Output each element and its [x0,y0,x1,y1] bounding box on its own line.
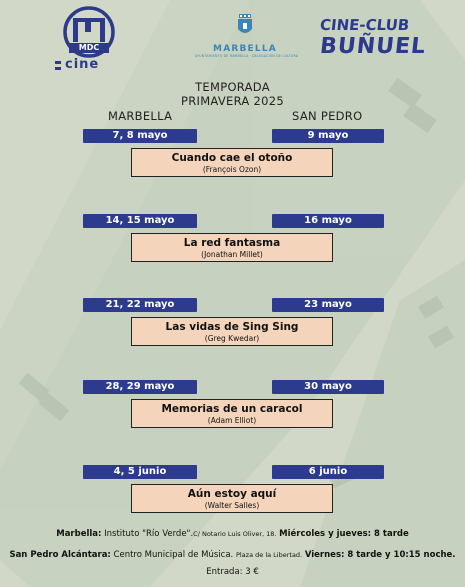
venue-san-pedro-label: San Pedro Alcántara: [9,550,111,560]
film-director: (François Ozon) [202,165,262,174]
venue-marbella-address: C/ Notario Luis Oliver, 18. [193,530,277,538]
film-title: Cuando cae el otoño [171,152,293,164]
venue-marbella-place: Instituto "Río Verde". [104,529,194,539]
venue-marbella: Marbella: Instituto "Río Verde".C/ Notar… [0,529,465,539]
san-pedro-date-bar: 30 mayo [272,380,384,394]
film-director: (Jonathan Millet) [201,250,263,259]
venue-marbella-schedule: Miércoles y jueves: 8 tarde [279,529,409,539]
venue-san-pedro-schedule: Viernes: 8 tarde y 10:15 noche. [304,550,456,560]
mdc-word: cine [65,57,100,72]
film-box: Memorias de un caracol (Adam Elliot) [131,399,333,428]
marbella-logo: MARBELLA AYUNTAMIENTO DE MARBELLA · DELE… [195,14,299,72]
film-box: La red fantasma (Jonathan Millet) [131,233,333,262]
san-pedro-date-bar: 6 junio [272,465,384,479]
venue-marbella-label: Marbella: [56,529,102,539]
marbella-date-bar: 7, 8 mayo [83,129,197,143]
bunuel-logo-line2: BUÑUEL [318,34,428,59]
marbella-crest-icon [238,14,252,33]
mdc-letters: MDC [78,43,100,52]
film-box: Las vidas de Sing Sing (Greg Kwedar) [131,317,333,346]
film-title: Aún estoy aquí [187,488,277,500]
cine-club-bunuel-logo: CINE-CLUB BUÑUEL [318,16,428,70]
season-heading-line2: PRIMAVERA 2025 [180,94,285,108]
film-title: La red fantasma [183,237,281,249]
venue-san-pedro-place: Centro Municipal de Música. [113,550,234,560]
film-box: Cuando cae el otoño (François Ozon) [131,148,333,177]
column-heading-san-pedro: SAN PEDRO [292,109,363,123]
film-director: (Greg Kwedar) [204,334,260,343]
marbella-date-bar: 21, 22 mayo [83,298,197,312]
marbella-date-bar: 14, 15 mayo [83,214,197,228]
venue-san-pedro: San Pedro Alcántara: Centro Municipal de… [0,550,465,560]
san-pedro-date-bar: 9 mayo [272,129,384,143]
mdc-cine-logo: MDC cine [55,6,123,76]
marbella-date-bar: 28, 29 mayo [83,380,197,394]
venue-san-pedro-address: Plaza de la Libertad. [235,551,303,559]
film-director: (Adam Elliot) [207,416,257,425]
marbella-logo-sub: AYUNTAMIENTO DE MARBELLA · DELEGACIÓN DE… [195,54,299,58]
season-heading-line1: TEMPORADA [195,80,270,94]
film-title: Memorias de un caracol [161,403,303,415]
ticket-price: Entrada: 3 € [206,567,259,577]
marbella-date-bar: 4, 5 junio [83,465,197,479]
san-pedro-date-bar: 16 mayo [272,214,384,228]
marbella-logo-name: MARBELLA [213,44,277,54]
bunuel-logo-line1: CINE-CLUB [319,16,411,34]
film-title: Las vidas de Sing Sing [165,321,299,333]
film-director: (Walter Salles) [204,501,260,510]
column-heading-marbella: MARBELLA [108,109,173,123]
film-box: Aún estoy aquí (Walter Salles) [131,484,333,513]
san-pedro-date-bar: 23 mayo [272,298,384,312]
